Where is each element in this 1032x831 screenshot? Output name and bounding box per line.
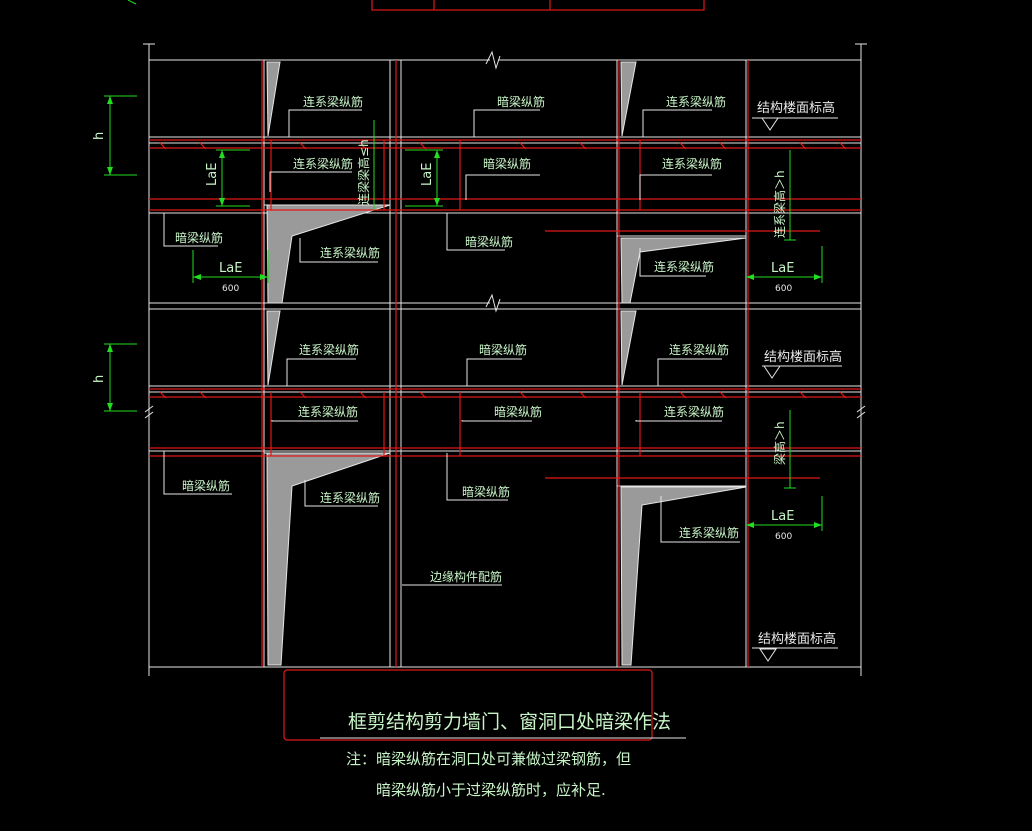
label-edge-member: 边缘构件配筋 [430, 569, 502, 584]
dimension-labels: h h LaE LaE LaE 600 LaE 600 LaE 600 连梁梁高… [92, 132, 794, 542]
rebar-lines [149, 60, 861, 667]
label-anliang-4: 暗梁纵筋 [465, 234, 513, 249]
label-floor-elev-3: 结构楼面标高 [758, 631, 836, 647]
label-anliang-3: 暗梁纵筋 [175, 230, 223, 245]
section-wedges [266, 61, 747, 666]
rebar-labels: 连系梁纵筋 暗梁纵筋 连系梁纵筋 结构楼面标高 连系梁纵筋 暗梁纵筋 连系梁纵筋… [175, 94, 842, 647]
label-leaders [163, 109, 842, 662]
dim-600-3: 600 [775, 532, 792, 542]
label-lianliang-11: 连系梁纵筋 [320, 490, 380, 505]
label-lianliang-6: 连系梁纵筋 [654, 259, 714, 274]
note-line-1: 注：暗梁纵筋在洞口处可兼做过梁钢筋，但 [346, 750, 631, 768]
dim-lae-3: LaE [219, 261, 242, 276]
label-lianliang-4: 连系梁纵筋 [662, 156, 722, 171]
label-lianliang-3: 连系梁纵筋 [293, 156, 353, 171]
dim-lae-1: LaE [205, 163, 220, 186]
wall-outline [143, 43, 867, 676]
label-anliang-7: 暗梁纵筋 [182, 478, 230, 493]
label-floor-elev-2: 结构楼面标高 [764, 349, 842, 365]
label-lianliang-5: 连系梁纵筋 [320, 245, 380, 260]
label-floor-elev-1: 结构楼面标高 [757, 100, 835, 116]
label-lianliang-8: 连系梁纵筋 [669, 342, 729, 357]
label-anliang-2: 暗梁纵筋 [483, 156, 531, 171]
dim-beam-height-le: 连梁梁高≤h [356, 139, 371, 205]
dim-h-upper: h [92, 132, 107, 140]
drawing-title: 框剪结构剪力墙门、窗洞口处暗梁作法 [348, 711, 671, 733]
label-anliang-8: 暗梁纵筋 [462, 484, 510, 499]
dim-beam-height-gt-short: 梁高＞h [772, 421, 787, 465]
dim-beam-height-gt: 连系梁高＞h [772, 170, 787, 238]
label-anliang-1: 暗梁纵筋 [497, 94, 545, 109]
title-highlight-box [283, 669, 653, 741]
dimension-lines [104, 95, 823, 531]
dim-h-lower: h [92, 375, 107, 383]
dim-600-2: 600 [775, 284, 792, 294]
label-anliang-6: 暗梁纵筋 [494, 404, 542, 419]
dim-lae-2: LaE [420, 163, 435, 186]
label-lianliang-2: 连系梁纵筋 [666, 94, 726, 109]
label-lianliang-12: 连系梁纵筋 [679, 525, 739, 540]
label-lianliang-10: 连系梁纵筋 [664, 404, 724, 419]
dim-lae-5: LaE [771, 509, 794, 524]
label-lianliang-1: 连系梁纵筋 [303, 94, 363, 109]
label-lianliang-7: 连系梁纵筋 [299, 342, 359, 357]
dim-lae-4: LaE [771, 261, 794, 276]
dim-600-1: 600 [222, 284, 239, 294]
label-lianliang-9: 连系梁纵筋 [298, 404, 358, 419]
label-anliang-5: 暗梁纵筋 [479, 342, 527, 357]
top-legend-fragment [127, 0, 705, 11]
note-line-2: 暗梁纵筋小于过梁纵筋时，应补足. [376, 781, 606, 799]
